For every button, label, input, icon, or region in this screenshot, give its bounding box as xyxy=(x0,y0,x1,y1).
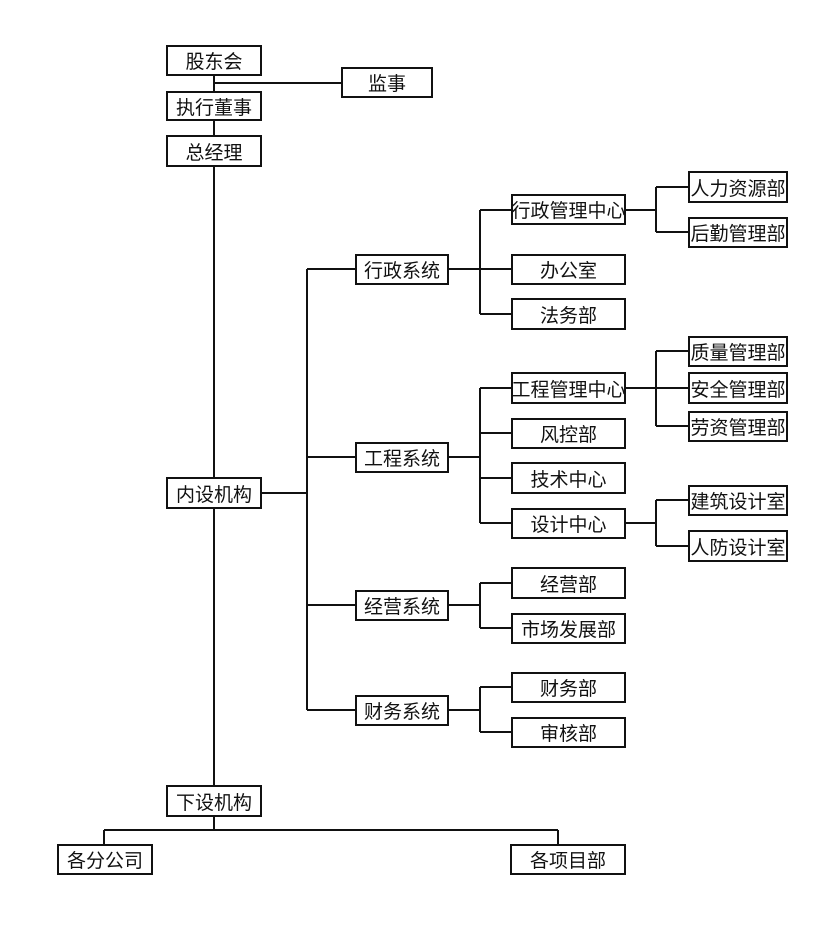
node-executive-director: 执行董事 xyxy=(166,91,262,121)
node-civil-defense-design-office: 人防设计室 xyxy=(688,530,788,562)
node-design-center: 设计中心 xyxy=(511,508,626,539)
node-branch-companies: 各分公司 xyxy=(57,844,153,875)
node-audit-dept: 审核部 xyxy=(511,717,626,748)
node-market-development-dept: 市场发展部 xyxy=(511,613,626,644)
node-architecture-design-office: 建筑设计室 xyxy=(688,485,788,516)
node-operations-system: 经营系统 xyxy=(355,590,449,621)
node-general-manager: 总经理 xyxy=(166,135,262,167)
node-office: 办公室 xyxy=(511,254,626,285)
node-admin-center: 行政管理中心 xyxy=(511,194,626,225)
node-internal-units: 内设机构 xyxy=(166,477,262,509)
node-quality-dept: 质量管理部 xyxy=(688,336,788,367)
node-business-dept: 经营部 xyxy=(511,567,626,599)
node-finance-dept: 财务部 xyxy=(511,672,626,703)
node-shareholders: 股东会 xyxy=(166,45,262,76)
node-risk-dept: 风控部 xyxy=(511,418,626,449)
node-finance-system: 财务系统 xyxy=(355,695,449,726)
node-engineering-center: 工程管理中心 xyxy=(511,372,626,404)
node-admin-system: 行政系统 xyxy=(355,254,449,285)
node-safety-dept: 安全管理部 xyxy=(688,372,788,404)
node-supervisor: 监事 xyxy=(341,67,433,98)
node-subordinate-units: 下设机构 xyxy=(166,785,262,817)
node-project-departments: 各项目部 xyxy=(510,844,626,875)
node-tech-center: 技术中心 xyxy=(511,462,626,494)
node-labor-dept: 劳资管理部 xyxy=(688,411,788,442)
node-legal-dept: 法务部 xyxy=(511,298,626,330)
node-engineering-system: 工程系统 xyxy=(355,442,449,473)
node-hr-dept: 人力资源部 xyxy=(688,171,788,203)
node-logistics-dept: 后勤管理部 xyxy=(688,217,788,248)
